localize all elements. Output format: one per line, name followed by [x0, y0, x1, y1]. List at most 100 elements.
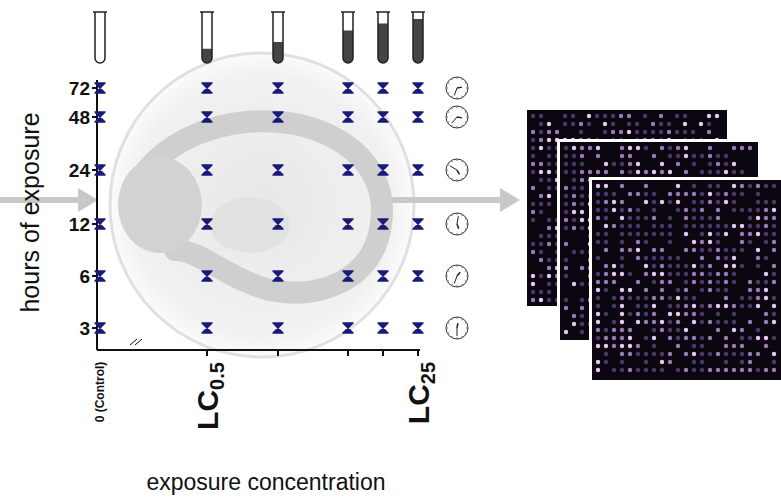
sample-mark — [378, 219, 388, 229]
tube-rim — [271, 11, 285, 13]
array-spot — [620, 368, 624, 372]
array-spot — [644, 288, 648, 292]
microarray — [592, 180, 781, 380]
array-spot — [588, 170, 592, 174]
array-spot — [676, 162, 680, 166]
array-spot — [676, 312, 680, 316]
array-spot — [772, 280, 776, 284]
array-spot — [652, 200, 656, 204]
array-spot — [732, 256, 736, 260]
array-spot — [596, 368, 600, 372]
tube-rim — [411, 11, 425, 13]
array-spot — [596, 192, 600, 196]
array-spot — [619, 130, 623, 134]
array-spot — [604, 248, 608, 252]
clock-tick — [447, 224, 449, 225]
concentration-label: LC — [402, 384, 435, 424]
array-spot — [587, 122, 591, 126]
array-spot — [668, 224, 672, 228]
array-spot — [756, 192, 760, 196]
array-spot — [595, 114, 599, 118]
array-spot — [772, 352, 776, 356]
array-spot — [660, 288, 664, 292]
clock-tick — [448, 121, 449, 123]
array-spot — [756, 256, 760, 260]
array-spot — [564, 162, 568, 166]
clock-tick — [457, 285, 458, 287]
test-tubes — [93, 12, 425, 63]
array-spot — [668, 200, 672, 204]
array-spot — [596, 312, 600, 316]
array-spot — [628, 352, 632, 356]
array-spot — [716, 154, 720, 158]
sample-mark — [273, 323, 283, 333]
array-spot — [628, 162, 632, 166]
array-spot — [580, 330, 584, 334]
array-spot — [748, 184, 752, 188]
array-spot — [644, 200, 648, 204]
array-spot — [700, 224, 704, 228]
array-spot — [692, 320, 696, 324]
array-spot — [604, 200, 608, 204]
array-spot — [724, 232, 728, 236]
array-spot — [716, 200, 720, 204]
array-spot — [612, 320, 616, 324]
array-spot — [604, 288, 608, 292]
tube-liquid — [378, 24, 388, 64]
array-spot — [740, 248, 744, 252]
array-spot — [659, 114, 663, 118]
sample-mark — [413, 323, 423, 333]
array-spot — [604, 336, 608, 340]
array-spot — [708, 216, 712, 220]
clock-tick — [461, 125, 463, 126]
array-spot — [732, 208, 736, 212]
array-spot — [748, 296, 752, 300]
clock-tick — [466, 224, 468, 225]
array-spot — [660, 328, 664, 332]
array-spot — [564, 154, 568, 158]
array-spot — [604, 232, 608, 236]
sample-mark — [413, 165, 423, 175]
array-spot — [668, 256, 672, 260]
sample-mark — [95, 271, 105, 281]
clock-tick — [461, 284, 463, 285]
array-spot — [708, 170, 712, 174]
array-spot — [547, 146, 551, 150]
clock-tick — [465, 228, 466, 230]
array-spot — [684, 296, 688, 300]
clock-tick — [451, 96, 453, 97]
array-spot — [668, 272, 672, 276]
clock-tick — [448, 164, 449, 166]
array-spot — [659, 122, 663, 126]
array-spot — [612, 200, 616, 204]
array-spot — [756, 296, 760, 300]
array-spot — [564, 226, 568, 230]
microarrays — [524, 107, 781, 383]
clock-tick — [451, 284, 453, 285]
sample-mark — [378, 271, 388, 281]
array-spot — [596, 288, 600, 292]
array-spot — [772, 296, 776, 300]
array-spot — [772, 208, 776, 212]
array-spot — [572, 314, 576, 318]
array-spot — [651, 130, 655, 134]
array-spot — [539, 258, 543, 262]
array-spot — [628, 328, 632, 332]
concentration-label: LC0.5 — [193, 362, 227, 430]
array-spot — [756, 336, 760, 340]
clock-tick — [457, 266, 458, 268]
array-spot — [644, 304, 648, 308]
array-spot — [740, 264, 744, 268]
array-spot — [740, 328, 744, 332]
array-spot — [547, 274, 551, 278]
clock-tick — [465, 164, 466, 166]
array-spot — [667, 130, 671, 134]
array-spot — [547, 162, 551, 166]
array-spot — [611, 130, 615, 134]
array-spot — [620, 328, 624, 332]
array-spot — [644, 184, 648, 188]
array-spot — [612, 368, 616, 372]
clock-tick — [451, 79, 453, 80]
clock-tick — [447, 88, 449, 89]
